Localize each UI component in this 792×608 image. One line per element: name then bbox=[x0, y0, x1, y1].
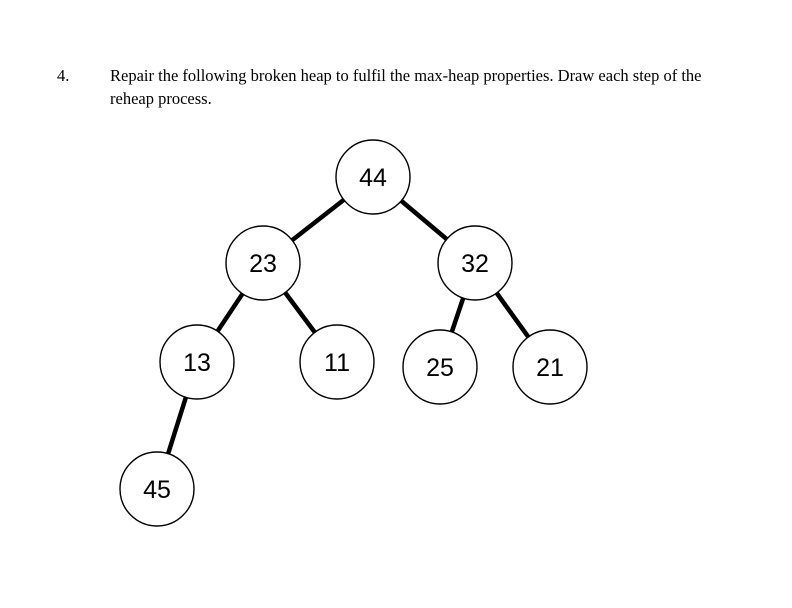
tree-node-11: 11 bbox=[299, 324, 375, 400]
tree-node-32: 32 bbox=[437, 225, 513, 301]
node-circle bbox=[299, 324, 375, 400]
node-circle bbox=[225, 225, 301, 301]
tree-node-23: 23 bbox=[225, 225, 301, 301]
node-circle bbox=[335, 139, 411, 215]
node-value: 25 bbox=[426, 354, 454, 382]
tree-node-44: 44 bbox=[335, 139, 411, 215]
node-value: 45 bbox=[143, 476, 171, 504]
tree-node-45: 45 bbox=[119, 451, 195, 527]
node-value: 23 bbox=[249, 250, 277, 278]
node-value: 44 bbox=[359, 164, 387, 192]
node-value: 11 bbox=[324, 349, 350, 377]
node-value: 21 bbox=[536, 354, 564, 382]
node-value: 13 bbox=[183, 349, 211, 377]
tree-node-13: 13 bbox=[159, 324, 235, 400]
question-text: Repair the following broken heap to fulf… bbox=[110, 64, 702, 110]
question-text-line2: reheap process. bbox=[110, 89, 212, 108]
node-circle bbox=[402, 329, 478, 405]
tree-node-21: 21 bbox=[512, 329, 588, 405]
node-circle bbox=[119, 451, 195, 527]
node-circle bbox=[512, 329, 588, 405]
question-number: 4. bbox=[57, 66, 70, 85]
node-value: 32 bbox=[461, 250, 489, 278]
tree-node-25: 25 bbox=[402, 329, 478, 405]
node-circle bbox=[159, 324, 235, 400]
question-text-line1: Repair the following broken heap to fulf… bbox=[110, 66, 702, 85]
node-circle bbox=[437, 225, 513, 301]
